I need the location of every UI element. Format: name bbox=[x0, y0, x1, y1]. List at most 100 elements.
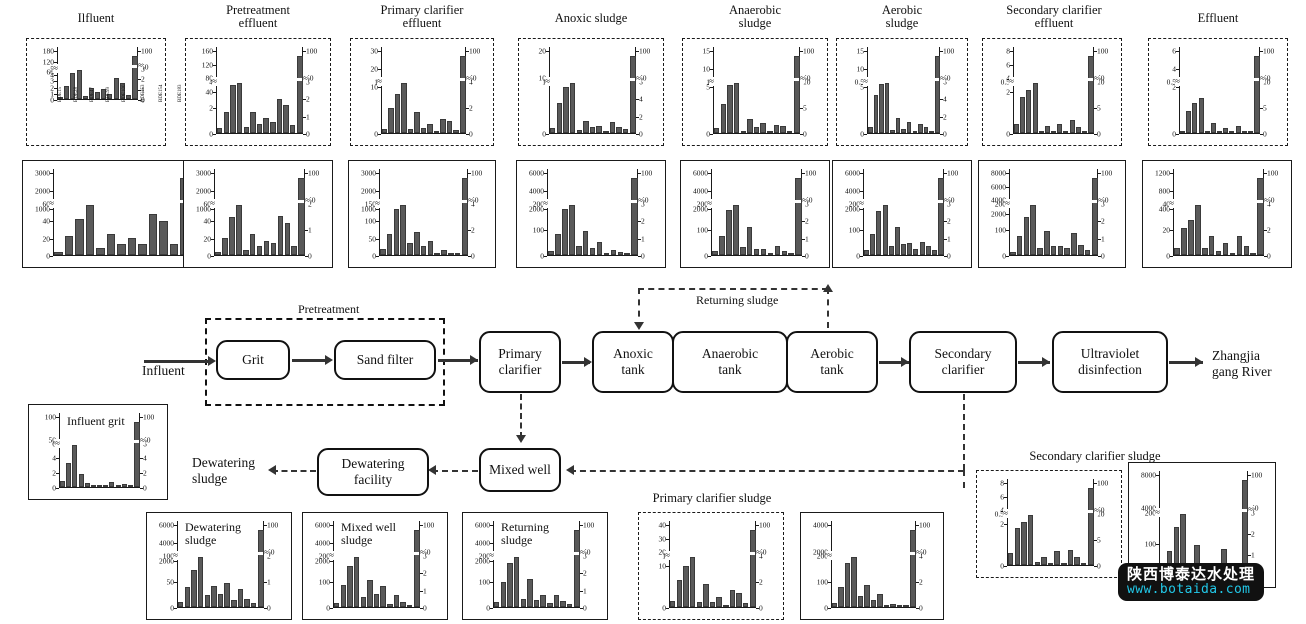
y-axis-left bbox=[381, 47, 382, 134]
x-axis bbox=[57, 99, 138, 100]
bar-BDE28 bbox=[64, 85, 70, 99]
axis-break-marker-left: ≈ bbox=[665, 550, 670, 561]
node-secondary-clarifier[interactable]: Secondary clarifier bbox=[909, 331, 1017, 393]
y-axis-left bbox=[1179, 47, 1180, 134]
y-tick-label-left-upper: 3000 bbox=[196, 168, 211, 178]
x-axis bbox=[379, 255, 468, 256]
bar-BDE183 bbox=[1222, 242, 1229, 255]
bar-BDE196 bbox=[767, 253, 774, 255]
bar-BDE183 bbox=[263, 117, 269, 133]
bar-BDE99 bbox=[1198, 98, 1204, 133]
y-tickmark-left-upper bbox=[174, 525, 177, 526]
y-tick-label-left-upper: 20 bbox=[370, 64, 379, 74]
y-tickmark-left-upper bbox=[490, 543, 493, 545]
y-tick-label-right: 1 bbox=[1251, 550, 1255, 560]
node-primary-clarifier[interactable]: Primary clarifier bbox=[479, 331, 561, 393]
bar-BDE47 bbox=[394, 93, 401, 133]
bar-BDE15 bbox=[712, 251, 718, 255]
watermark: 陕西博泰达水处理 www.botaida.com bbox=[1118, 563, 1265, 602]
y-tick-label-right-upper: 100 bbox=[803, 46, 815, 56]
y-tick-label-right: 10 bbox=[803, 77, 811, 87]
y-tick-label-left: 200 bbox=[1144, 508, 1156, 518]
y-tickmark-right bbox=[138, 79, 141, 81]
axis-break-marker-left: ≈ bbox=[210, 198, 215, 209]
bar-total bbox=[629, 56, 636, 133]
bar-BDE183 bbox=[540, 595, 546, 607]
chart-title-dewatering-sludge: Dewatering sludge bbox=[185, 520, 241, 547]
bar-BDE28 bbox=[676, 579, 683, 607]
y-tick-label-left-upper: 1000 bbox=[196, 204, 211, 214]
y-tickmark-right-upper bbox=[800, 51, 803, 52]
node-anaerobic-tank[interactable]: Anaerobic tank bbox=[672, 331, 788, 393]
node-aerobic-tank[interactable]: Aerobic tank bbox=[786, 331, 878, 393]
y-tickmark-left bbox=[544, 256, 547, 257]
x-axis bbox=[493, 607, 580, 608]
bar-BDE197 bbox=[1069, 120, 1075, 133]
bar-total bbox=[1088, 56, 1094, 133]
y-tick-label-right: 2 bbox=[805, 216, 809, 226]
y-tick-label-left-upper: 800 bbox=[1158, 186, 1170, 196]
y-tickmark-right bbox=[638, 221, 641, 223]
y-tickmark-left-upper bbox=[1006, 186, 1009, 188]
bar-BDE154 bbox=[753, 127, 760, 133]
influent-inlet-label: Influent bbox=[142, 363, 185, 378]
axis-break-marker-left: ≈ bbox=[1175, 76, 1180, 87]
node-secondary-clarifier-label: Secondary clarifier bbox=[934, 346, 992, 377]
axis-break-marker-right: ≈ bbox=[138, 60, 143, 71]
bar-BDE209 bbox=[624, 253, 631, 255]
y-tick-label-right-upper: 50 bbox=[471, 195, 479, 205]
node-sand-filter[interactable]: Sand filter bbox=[334, 340, 436, 380]
bar-BDE154 bbox=[256, 246, 263, 255]
y-tick-label-right-upper: 100 bbox=[943, 46, 955, 56]
node-anoxic-tank[interactable]: Anoxic tank bbox=[592, 331, 674, 393]
bar-BDE197 bbox=[890, 603, 896, 607]
x-axis bbox=[216, 133, 303, 134]
bar-BDE100 bbox=[696, 601, 702, 607]
bar-BDE197 bbox=[277, 216, 284, 255]
x-axis bbox=[863, 255, 944, 256]
node-dewatering-facility[interactable]: Dewatering facility bbox=[317, 448, 429, 496]
node-uv-disinfection[interactable]: Ultraviolet disinfection bbox=[1052, 331, 1168, 393]
y-tick-label-right-upper: 100 bbox=[583, 520, 595, 530]
y-tickmark-left-upper bbox=[1006, 214, 1009, 216]
bar-BDE15 bbox=[550, 127, 556, 133]
y-tickmark-left-upper bbox=[1170, 173, 1173, 174]
y-tickmark-left-upper bbox=[864, 51, 867, 52]
bar-BDE15 bbox=[54, 251, 63, 255]
node-grit[interactable]: Grit bbox=[216, 340, 290, 380]
bar-BDE99 bbox=[78, 474, 84, 487]
bar-BDE183 bbox=[596, 125, 602, 133]
y-tickmark-left bbox=[211, 221, 214, 223]
y-tickmark-left bbox=[710, 134, 713, 135]
y-tick-label-right: 0 bbox=[306, 129, 310, 139]
axis-break-gap bbox=[1085, 510, 1093, 514]
node-mixed-well[interactable]: Mixed well bbox=[479, 448, 561, 492]
bar-BDE47 bbox=[1192, 103, 1198, 133]
y-tick-label-left: 0.5 bbox=[994, 509, 1004, 519]
bar-BDE196 bbox=[1061, 563, 1067, 565]
y-tickmark-left bbox=[708, 256, 711, 257]
bar-series-influent-conc bbox=[58, 47, 138, 99]
x-axis bbox=[549, 133, 636, 134]
y-tick-label-right-upper: 100 bbox=[308, 168, 320, 178]
axis-break-marker-left: ≈ bbox=[377, 76, 382, 87]
bar-BDE47 bbox=[844, 562, 851, 607]
bar-BDE100 bbox=[84, 483, 90, 487]
x-axis bbox=[333, 607, 420, 608]
bar-BDE100 bbox=[575, 246, 582, 255]
axis-break-marker-right: ≈ bbox=[1098, 195, 1103, 206]
bar-series-effluent-conc bbox=[1180, 47, 1260, 133]
bar-BDE203 bbox=[1074, 556, 1080, 565]
axis-break-marker-left: ≈ bbox=[1155, 506, 1160, 517]
y-tick-label-right: 2 bbox=[947, 216, 951, 226]
axis-break-gap bbox=[747, 552, 755, 556]
y-tickmark-right bbox=[1264, 256, 1267, 257]
y-tickmark-right bbox=[138, 100, 141, 101]
y-tick-label-left: 0 bbox=[856, 251, 860, 261]
y-tick-label-right-upper: 50 bbox=[759, 547, 767, 557]
bar-BDE99 bbox=[732, 205, 739, 255]
bar-series-primary-clarifier-sludge-conc bbox=[670, 521, 756, 607]
